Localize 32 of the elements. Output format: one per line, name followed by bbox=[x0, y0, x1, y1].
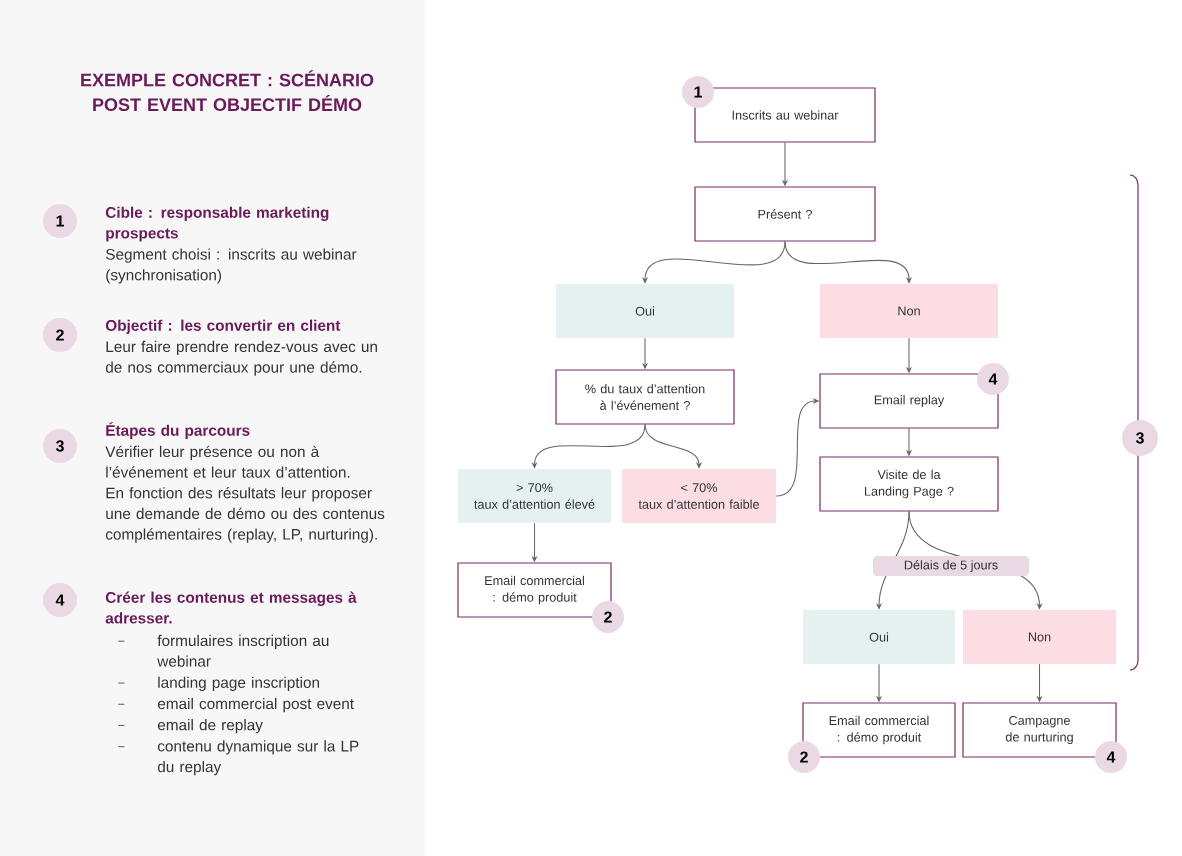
step-heading: Étapes du parcours bbox=[106, 422, 250, 439]
step-description: Leur faire prendre rendez-vous avec un de nos commerciaux pour une démo. bbox=[105, 340, 377, 376]
edge-label: Délais de 5 jours bbox=[873, 556, 1029, 576]
no-box: Non bbox=[963, 610, 1116, 664]
step-number: 3 bbox=[43, 429, 77, 463]
step-heading: Objectif : les convertir en client bbox=[105, 319, 341, 334]
process-box: % du taux d’attention à l’événement ? bbox=[555, 369, 735, 425]
step-number: 2 bbox=[43, 318, 77, 352]
step-description: Segment choisi : inscrits au webinar (synchronisation) bbox=[105, 248, 357, 284]
no-box: Non bbox=[820, 284, 998, 338]
list-item: email de replay bbox=[157, 719, 263, 734]
step-badge: 4 bbox=[1095, 741, 1127, 773]
title: EXEMPLE CONCRET : SCÉNARIO POST EVENT OBJECTIF DÉMO bbox=[81, 70, 374, 112]
step-badge: 3 bbox=[1122, 420, 1158, 456]
step-badge: 4 bbox=[977, 363, 1009, 395]
process-box: Présent ? bbox=[694, 186, 876, 242]
step-number: 1 bbox=[43, 204, 77, 238]
step-heading: Créer les contenus et messages à adresser. bbox=[105, 591, 357, 624]
yes-box: > 70% taux d’attention élevé bbox=[458, 469, 611, 523]
yes-box: Oui bbox=[803, 610, 955, 664]
step-badge: 2 bbox=[592, 601, 624, 633]
list-item: landing page inscription bbox=[158, 676, 320, 691]
yes-box: Oui bbox=[556, 284, 734, 338]
list-item: email commercial post event bbox=[157, 697, 354, 713]
no-box: < 70% taux d’attention faible bbox=[622, 469, 776, 523]
step-badge: 2 bbox=[788, 741, 820, 773]
step-description: Vérifier leur présence ou non à l’événement et leur taux d’attention. En fonction des résultats leur proposer une demande de démo ou des contenus complémentaires (replay, LP, nurturing). bbox=[105, 445, 385, 543]
step-number: 4 bbox=[43, 583, 77, 617]
step-badge: 1 bbox=[682, 76, 714, 108]
step-heading: Cible : responsable marketing prospects bbox=[105, 206, 329, 242]
process-box: Visite de la Landing Page ? bbox=[819, 456, 999, 512]
list-item: contenu dynamique sur la LP du replay bbox=[157, 740, 359, 776]
